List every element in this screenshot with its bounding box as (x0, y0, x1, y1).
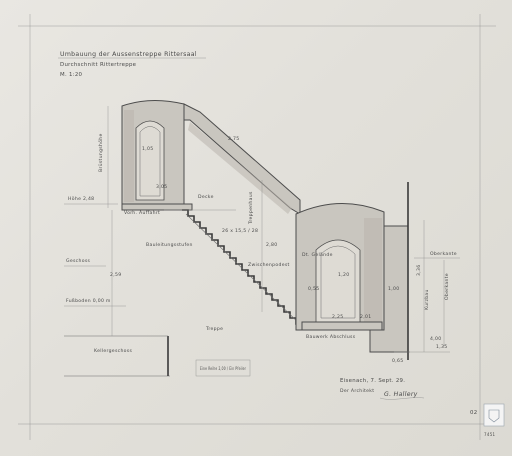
signature-role: Der Architekt (340, 388, 374, 394)
stamp-shield-icon (488, 409, 500, 423)
label-bauleitungsstufen: Bauleitungsstufen (146, 242, 193, 248)
sheet-number: 02 (470, 410, 477, 416)
title-line-1: Umbauung der Aussenstreppe Rittersaal (60, 51, 197, 58)
dim-2-59: 2,59 (110, 272, 121, 278)
label-vorh-ausbau: Vorh. Auffahrt (124, 210, 160, 216)
label-treppenhaus: Treppenhaus (248, 191, 254, 225)
stair-roof-slab (183, 103, 301, 215)
dim-1-20: 1,20 (338, 272, 349, 278)
right-tower-arch-inner (320, 245, 356, 319)
label-geschoss: Geschoss (66, 258, 91, 264)
dim-2-80: 2,80 (266, 242, 277, 248)
left-tower-shade (124, 110, 134, 202)
stair-underside-line (185, 213, 305, 329)
label-hohe: Höhe 2,48 (68, 196, 94, 202)
stair-roof-shade (188, 122, 292, 214)
dim-2-75: 2,75 (228, 136, 239, 142)
label-treppe: Treppe (205, 326, 223, 332)
right-tower-shade (364, 218, 382, 326)
dim-0-65: 0,65 (392, 358, 403, 364)
dim-2-01: 2,01 (360, 314, 371, 320)
dim-rise-run: 26 x 15,5 / 28 (222, 228, 258, 234)
label-fussboden: Fußboden 0,00 m (66, 298, 111, 304)
label-decke: Decke (198, 194, 214, 200)
dim-3-36: 3,36 (416, 265, 422, 276)
label-oberschrank: Oberkante (444, 273, 450, 300)
label-dt-gelande: Dt. Gelände (302, 252, 333, 258)
title-line-3: M. 1:20 (60, 72, 83, 78)
archive-stamp (483, 403, 505, 427)
signature-handwritten: G. Hallery (384, 391, 418, 398)
right-tower-floor-slab (301, 321, 383, 331)
dim-4-00: 4,00 (430, 336, 441, 342)
signature-flourish (379, 397, 425, 400)
dim-2-25: 2,25 (332, 314, 343, 320)
label-zwischenpodest: Zwischenpodest (248, 262, 290, 268)
note-box (195, 359, 251, 377)
right-tower-arch-opening (315, 239, 361, 323)
dim-0-55: 0,55 (308, 286, 319, 292)
dim-1-00: 1,00 (388, 286, 399, 292)
dim-1-05: 1,05 (142, 146, 153, 152)
label-bauwerk-abschluss: Bauwerk Abschluss (306, 334, 356, 340)
dim-3-05: 3,05 (156, 184, 167, 190)
left-tower-arch-inner (139, 126, 161, 197)
upper-landing-slab (121, 203, 193, 211)
left-tower-arch-opening (135, 120, 165, 201)
label-kurzbau: Kurzbau (424, 289, 430, 310)
dim-1-35: 1,35 (436, 344, 447, 350)
title-line-2: Durchschnitt Rittertreppe (60, 62, 137, 68)
label-bruestung: Brüstungshöhe (98, 133, 104, 172)
note-eine-reihe: Eine Reihe 2,00 / Ein Pfeiler (200, 366, 246, 372)
label-kellergeschoss: Kellergeschoss (94, 348, 132, 354)
stamp-code: 7451 (484, 432, 496, 437)
signature-place-date: Eisenach, 7. Sept. 29. (340, 378, 405, 384)
label-oberkante: Oberkante (430, 251, 457, 257)
